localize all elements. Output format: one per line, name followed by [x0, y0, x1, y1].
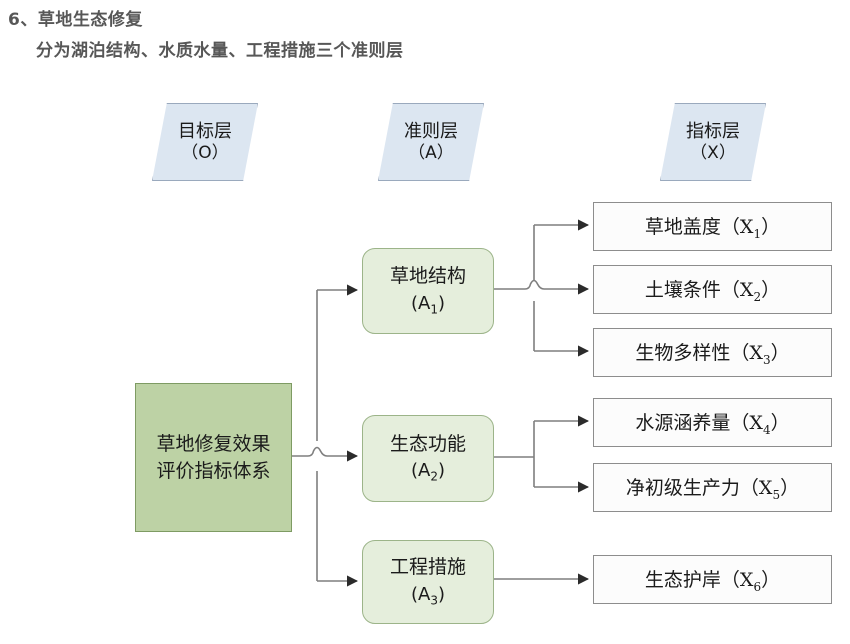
- criteria-node-a2-code: (A2): [410, 460, 445, 485]
- criteria-node-a1-code: (A1): [410, 292, 445, 317]
- indicator-node-x1-label: 草地盖度（X1）: [644, 216, 781, 241]
- indicator-node-x2[interactable]: 土壤条件（X2）: [593, 265, 832, 314]
- edge-goal-a2: [290, 446, 359, 462]
- layer-header-criteria: 准则层 （A）: [378, 103, 484, 181]
- criteria-node-a1[interactable]: 草地结构 (A1): [362, 248, 494, 334]
- criteria-node-a2[interactable]: 生态功能 (A2): [362, 415, 494, 502]
- page-subtitle: 分为湖泊结构、水质水量、工程措施三个准则层: [36, 41, 404, 61]
- indicator-node-x1[interactable]: 草地盖度（X1）: [593, 202, 832, 251]
- criteria-node-a2-label: 生态功能: [389, 432, 466, 455]
- parallelogram-shape: [660, 103, 766, 181]
- layer-header-criteria-name: 准则层: [404, 120, 458, 142]
- criteria-node-a3[interactable]: 工程措施 (A3): [362, 540, 494, 624]
- page-title: 6、草地生态修复: [8, 10, 143, 30]
- goal-node[interactable]: 草地修复效果评价指标体系: [135, 383, 292, 532]
- indicator-node-x4-label: 水源涵养量（X4）: [635, 412, 790, 437]
- indicator-node-x2-label: 土壤条件（X2）: [644, 279, 781, 304]
- indicator-node-x6-label: 生态护岸（X6）: [644, 569, 781, 594]
- criteria-node-a3-code: (A3): [410, 583, 445, 608]
- goal-node-label: 草地修复效果评价指标体系: [156, 432, 271, 482]
- layer-header-indicator-name: 指标层: [686, 120, 740, 142]
- layer-header-goal: 目标层 （O）: [152, 103, 258, 181]
- indicator-node-x4[interactable]: 水源涵养量（X4）: [593, 398, 832, 447]
- parallelogram-shape: [152, 103, 258, 181]
- layer-header-criteria-code: （A）: [408, 142, 454, 163]
- layer-header-indicator: 指标层 （X）: [660, 103, 766, 181]
- layer-header-goal-code: （O）: [181, 142, 229, 163]
- indicator-node-x3-label: 生物多样性（X3）: [635, 342, 790, 367]
- criteria-node-a3-label: 工程措施: [389, 556, 466, 579]
- indicator-node-x3[interactable]: 生物多样性（X3）: [593, 328, 832, 377]
- layer-header-goal-name: 目标层: [178, 120, 232, 142]
- edge-a1-x2: [492, 279, 590, 295]
- criteria-node-a1-label: 草地结构: [389, 265, 466, 288]
- indicator-node-x5[interactable]: 净初级生产力（X5）: [593, 463, 832, 512]
- layer-header-indicator-code: （X）: [690, 142, 736, 163]
- indicator-node-x5-label: 净初级生产力（X5）: [625, 477, 800, 502]
- indicator-node-x6[interactable]: 生态护岸（X6）: [593, 555, 832, 604]
